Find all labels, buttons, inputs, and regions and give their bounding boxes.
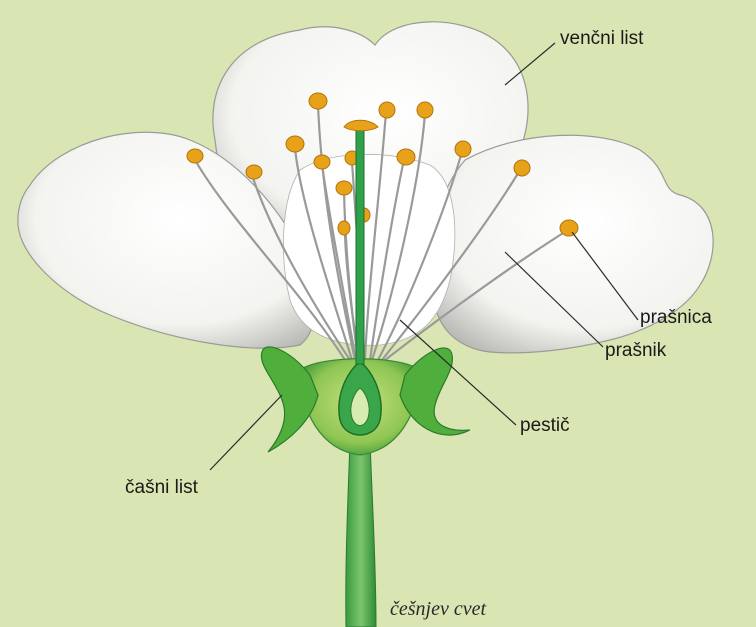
label-pistil: pestič xyxy=(520,415,570,437)
anther xyxy=(309,93,327,109)
anther xyxy=(455,141,471,157)
anther xyxy=(187,149,203,163)
leader-line-sepal xyxy=(210,395,282,470)
anther xyxy=(417,102,433,118)
sepal-right xyxy=(400,348,470,435)
anther xyxy=(379,102,395,118)
flower-stem xyxy=(346,440,376,627)
label-stamen: prašnik xyxy=(605,340,666,362)
anther xyxy=(560,220,578,236)
caption: češnjev cvet xyxy=(390,598,486,621)
petals xyxy=(18,22,713,353)
pistil-style xyxy=(356,128,364,364)
sepal-left xyxy=(261,347,318,452)
anther xyxy=(338,221,350,235)
anther xyxy=(286,136,304,152)
anther xyxy=(397,149,415,165)
label-petal: venčni list xyxy=(560,28,643,50)
label-sepal: čašni list xyxy=(125,477,198,499)
label-anther: prašnica xyxy=(640,307,712,329)
anther xyxy=(314,155,330,169)
anther xyxy=(246,165,262,179)
anther xyxy=(336,181,352,195)
anther xyxy=(514,160,530,176)
petal-center xyxy=(283,154,454,345)
